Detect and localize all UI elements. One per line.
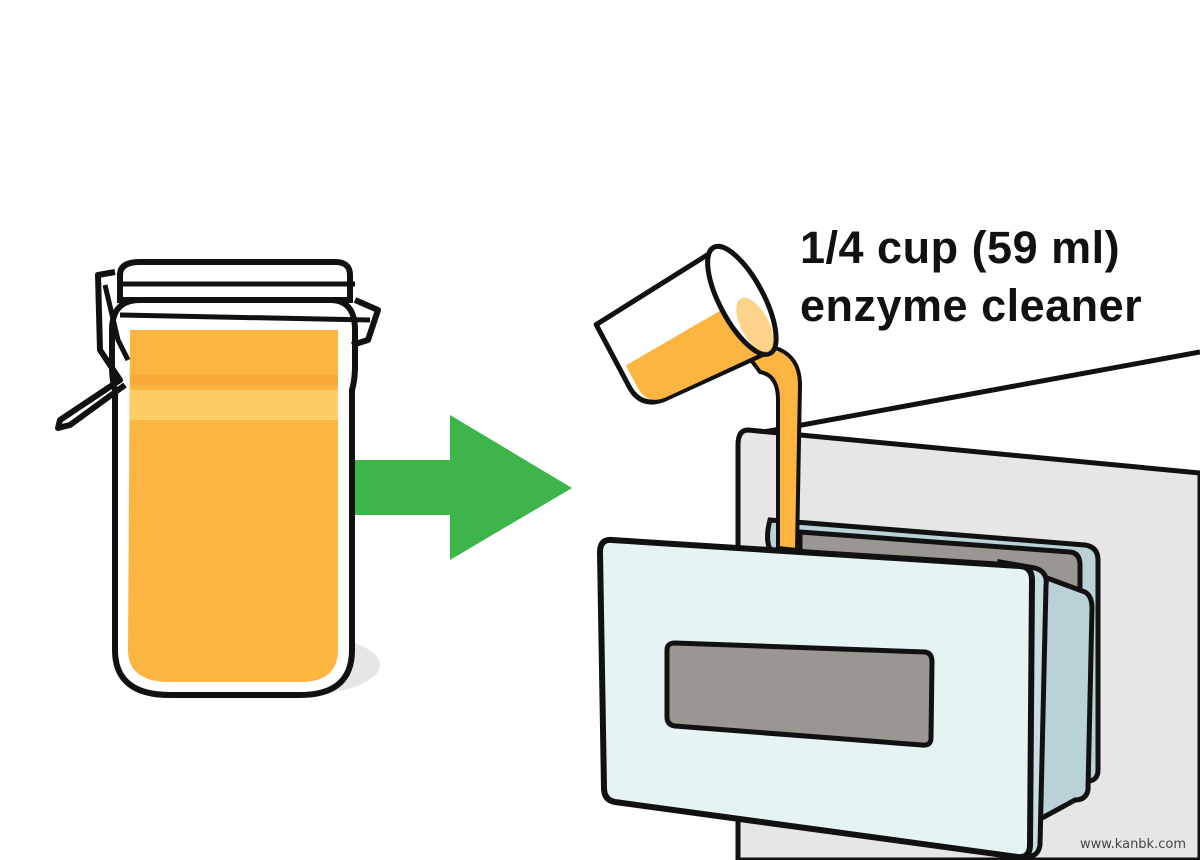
detergent-drawer[interactable] <box>596 536 1036 860</box>
drawer-handle[interactable] <box>664 640 935 748</box>
measuring-cup-icon <box>593 243 779 405</box>
jar-icon <box>55 259 381 698</box>
wall-edge <box>741 349 1200 439</box>
caption-product: enzyme cleaner <box>800 280 1143 331</box>
caption-amount: 1/4 cup (59 ml) <box>800 222 1121 273</box>
arrow-right-icon <box>355 415 572 560</box>
watermark: www.kanbk.com <box>1079 837 1186 852</box>
